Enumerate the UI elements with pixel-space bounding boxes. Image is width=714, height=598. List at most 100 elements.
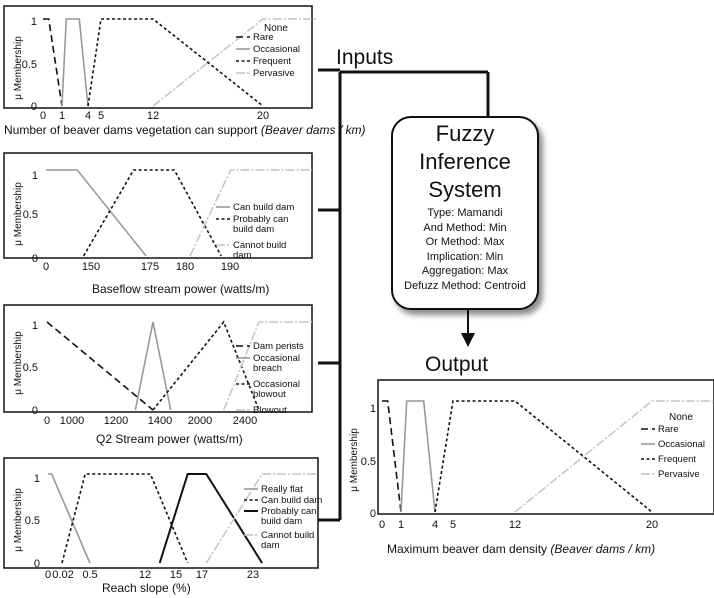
- x-tick-label: 0.5: [82, 569, 97, 581]
- y-axis-label: μ Membership: [13, 182, 24, 246]
- y-axis-label: μ Membership: [349, 428, 360, 492]
- x-tick-label: 1: [59, 110, 65, 122]
- series-line-rare: [382, 400, 402, 513]
- chart-frame: [3, 5, 313, 109]
- legend-label: Really flat: [261, 484, 303, 495]
- x-tick-label: 180: [176, 261, 194, 273]
- x-tick-label: 4: [85, 110, 91, 122]
- x-tick-label: 17: [196, 569, 208, 581]
- x-tick-label: 150: [82, 261, 100, 273]
- y-tick-label: 0: [370, 508, 376, 520]
- chart-frame: [3, 152, 313, 259]
- x-tick-label: 190: [221, 261, 239, 273]
- legend-label-line: breach: [253, 363, 282, 374]
- output-label: Output: [425, 353, 488, 376]
- series-line-occasional: [400, 400, 436, 513]
- x-tick-label: 23: [247, 569, 259, 581]
- legend-label-line: Can build dam: [261, 495, 322, 506]
- y-tick-label: 1: [370, 403, 376, 415]
- x-tick-label: 2400: [233, 415, 257, 427]
- y-tick-label: 0.5: [25, 515, 40, 527]
- y-tick-label: 1: [31, 16, 37, 28]
- x-tick-label: 0.02: [52, 569, 73, 581]
- legend-label-line: build dam: [233, 224, 274, 235]
- fis-type: Type: Mamandi: [427, 207, 503, 219]
- fis-defuzz-method: Defuzz Method: Centroid: [404, 279, 526, 292]
- legend-label-line: Occasional: [253, 44, 300, 55]
- x-tick-label: 175: [141, 261, 159, 273]
- connectors: [318, 68, 490, 522]
- legend-label-line: Blowout: [253, 405, 287, 416]
- y-tick-label: 0: [34, 558, 40, 570]
- x-tick-label: 1400: [148, 415, 172, 427]
- series-line-occasional: [61, 18, 89, 107]
- y-axis-label: μ Membership: [13, 36, 24, 100]
- x-axis-label: Number of beaver dams vegetation can sup…: [4, 123, 366, 137]
- output-arrow-icon: [461, 333, 475, 347]
- legend-label: Blowout: [253, 405, 287, 416]
- legend-item: Really flat: [244, 484, 303, 495]
- legend-item: Rare: [641, 424, 679, 435]
- x-axis-label: Baseflow stream power (watts/m): [92, 282, 269, 296]
- y-tick-label: 1: [32, 170, 38, 182]
- legend-label-line: Cannot build: [261, 530, 314, 541]
- series-line-can-build-dam: [46, 169, 147, 257]
- legend-label: Occasional: [253, 44, 300, 55]
- x-tick-label: 15: [170, 569, 182, 581]
- series-line-occasional-breach: [134, 321, 172, 411]
- x-axis-label: Maximum beaver dam density (Beaver dams …: [387, 542, 655, 556]
- legend-item: Can build dam: [244, 495, 322, 506]
- series-line-cannot-build-dam: [205, 473, 318, 564]
- legend-label: Can build dam: [233, 202, 294, 213]
- y-tick-label: 0: [32, 405, 38, 417]
- fis-title-line: Fuzzy: [435, 121, 495, 146]
- fis-implication: Implication: Min: [426, 250, 504, 263]
- y-tick-label: 0.5: [22, 59, 37, 71]
- x-tick-label: 20: [257, 110, 269, 122]
- legend-label: Rare: [658, 424, 679, 435]
- y-axis-label: μ Membership: [13, 331, 24, 395]
- fis-or-method: Or Method: Max: [425, 236, 505, 248]
- series-line-blowout: [223, 321, 312, 411]
- x-tick-label: 12: [147, 110, 159, 122]
- legend-label-line: Cannot build: [233, 240, 286, 251]
- x-axis-units: (Beaver dams / km): [257, 123, 365, 137]
- inputs-label: Inputs: [336, 46, 393, 69]
- legend-label-line: Occasional: [253, 379, 300, 390]
- y-axis-label: μ Membership: [13, 488, 24, 552]
- legend-label-line: Pervasive: [658, 469, 700, 480]
- chart-frame: [377, 379, 714, 515]
- fis-title-line: Inference: [419, 149, 511, 174]
- series-line-probably-can-build-dam: [158, 473, 263, 564]
- x-tick-label: 1: [398, 519, 404, 531]
- series-line-pervasive: [152, 18, 318, 107]
- y-tick-label: 0.5: [23, 362, 38, 374]
- legend-label-line: Occasional: [658, 439, 705, 450]
- legend-item: Pervasive: [641, 469, 700, 480]
- x-tick-label: 4: [432, 519, 438, 531]
- legend-item: Occasional: [236, 44, 300, 55]
- fis-title: Fuzzy Inference System: [393, 120, 537, 204]
- series-line-cannot-build-dam: [189, 169, 312, 257]
- series-line-probably-can-build-dam: [82, 169, 222, 257]
- legend-item: Blowout: [236, 405, 287, 416]
- legend-label-line: blowout: [253, 389, 286, 400]
- x-tick-label: 0: [45, 569, 51, 581]
- y-tick-label: 1: [34, 473, 40, 485]
- legend-item: Dam perists: [236, 341, 304, 352]
- y-tick-label: 0.5: [361, 456, 376, 468]
- x-tick-label: 12: [509, 519, 521, 531]
